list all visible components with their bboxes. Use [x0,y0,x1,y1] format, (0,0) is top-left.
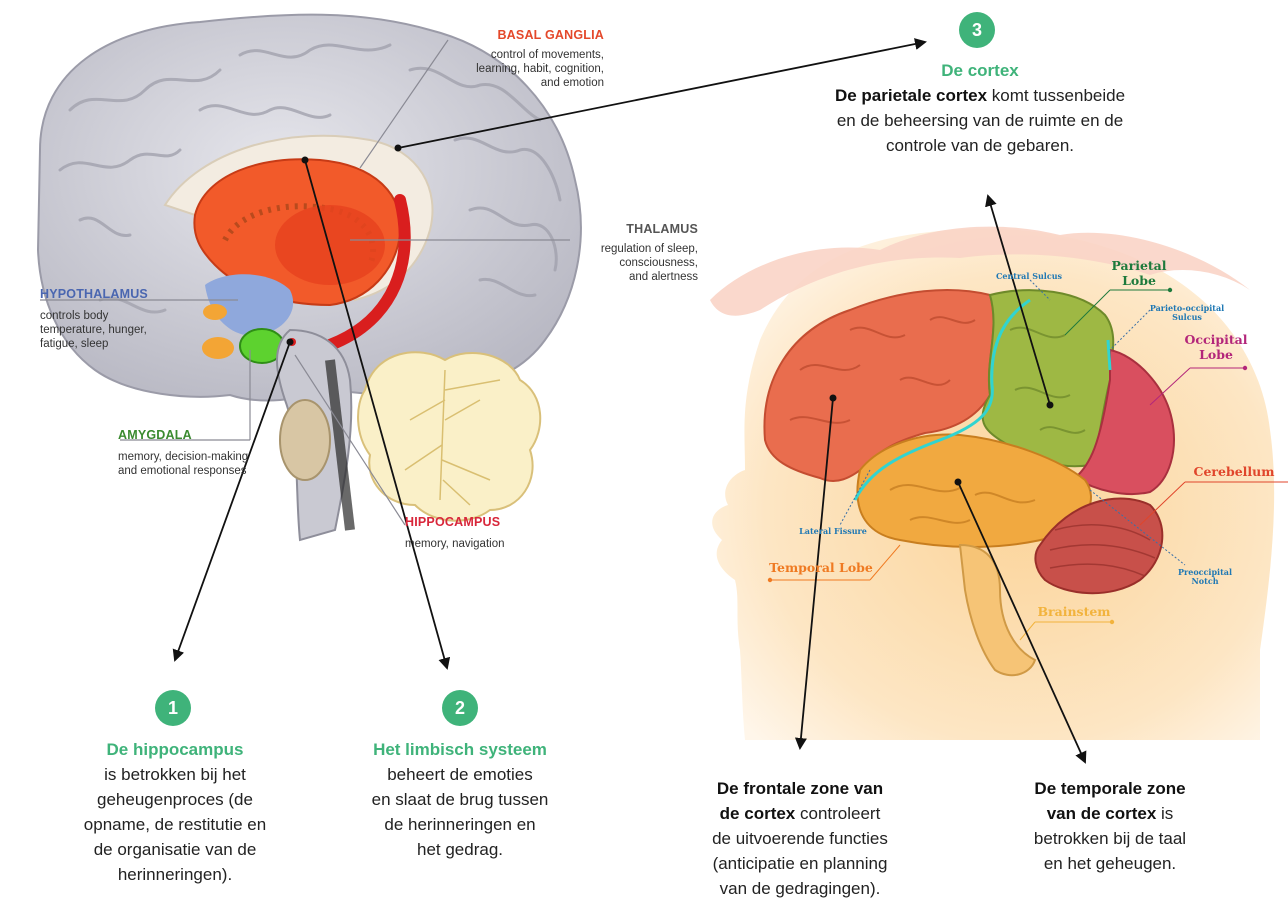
hypothalamus-title: HYPOTHALAMUS [40,287,210,301]
temporal-rest-2: is [1156,804,1173,823]
hippocampus-title: HIPPOCAMPUS [405,515,545,529]
preoccipital-label: Preoccipital Notch [1170,568,1240,586]
hypothalamus-desc-2: temperature, hunger, [40,323,210,337]
frontal-line5: van de gedragingen). [670,876,930,901]
thalamus-desc-2: consciousness, [570,256,698,270]
hypothalamus-label: HYPOTHALAMUS controls body temperature, … [40,287,210,351]
hypothalamus-desc-1: controls body [40,309,210,323]
amygdala-title: AMYGDALA [118,428,288,442]
callout-1-line2: geheugenproces (de [40,787,310,812]
occipital-lobe-line2: Lobe [1176,347,1256,362]
frontal-line3: de uitvoerende functies [670,826,930,851]
amygdala-label: AMYGDALA memory, decision-making and emo… [118,428,288,478]
callout-1-line4: de organisatie van de [40,837,310,862]
hippocampus-desc-1: memory, navigation [405,537,545,551]
callout-3-line3: controle van de gebaren. [770,133,1190,158]
parieto-occipital-line2: Sulcus [1144,313,1230,322]
thalamus-label: THALAMUS regulation of sleep, consciousn… [570,222,698,284]
temporal-line3: betrokken bij de taal [980,826,1240,851]
callout-2-line2: en slaat de brug tussen [330,787,590,812]
frontal-line4: (anticipatie en planning [670,851,930,876]
callout-2-line4: het gedrag. [330,837,590,862]
cerebellum-label: Cerebellum [1186,464,1282,479]
callout-1-line5: herinneringen). [40,862,310,887]
frontal-rest-2: controleert [795,804,880,823]
parietal-lobe-label: Parietal Lobe [1104,258,1174,288]
hypothalamus-desc-3: fatigue, sleep [40,337,210,351]
amygdala-desc-2: and emotional responses [118,464,288,478]
callout-3-badge: 3 [959,12,995,48]
central-sulcus-label: Central Sulcus [996,272,1062,281]
callout-2-line3: de herinneringen en [330,812,590,837]
callout-1-badge: 1 [155,690,191,726]
basal-ganglia-title: BASAL GANGLIA [448,28,604,42]
preoccipital-line2: Notch [1170,577,1240,586]
basal-ganglia-desc-2: learning, habit, cognition, [448,62,604,76]
thalamus-desc-1: regulation of sleep, [570,242,698,256]
callout-1-line3: opname, de restitutie en [40,812,310,837]
callout-3-line1-rest: komt tussenbeide [987,86,1125,105]
thalamus-desc-3: and alertness [570,270,698,284]
brainstem-label: Brainstem [1034,604,1114,619]
frontal-callout-text: De frontale zone van de cortex controlee… [670,776,930,901]
thalamus-title: THALAMUS [570,222,698,236]
occipital-lobe-line1: Occipital [1176,332,1256,347]
callout-1-line1: is betrokken bij het [40,762,310,787]
temporal-lobe-label: Temporal Lobe [766,560,876,575]
parieto-occipital-label: Parieto-occipital Sulcus [1144,304,1230,322]
parietal-lobe-line1: Parietal [1104,258,1174,273]
basal-ganglia-desc-3: and emotion [448,76,604,90]
callout-3-bold: De parietale cortex [835,86,987,105]
callout-2-badge: 2 [442,690,478,726]
frontal-bold-2: de cortex [720,804,796,823]
callout-1-text: De hippocampus is betrokken bij het gehe… [40,737,310,887]
callout-2-title: Het limbisch systeem [330,737,590,762]
temporal-bold-2: van de cortex [1047,804,1157,823]
callout-3-text: De cortex De parietale cortex komt tusse… [770,58,1190,158]
frontal-bold-1: De frontale zone van [670,776,930,801]
callout-3-line2: en de beheersing van de ruimte en de [770,108,1190,133]
parietal-lobe-line2: Lobe [1104,273,1174,288]
callout-3-title: De cortex [770,58,1190,83]
callout-2-text: Het limbisch systeem beheert de emoties … [330,737,590,862]
basal-ganglia-label: BASAL GANGLIA control of movements, lear… [448,28,604,90]
callout-1-title: De hippocampus [40,737,310,762]
temporal-bold-1: De temporale zone [980,776,1240,801]
temporal-line4: en het geheugen. [980,851,1240,876]
lateral-fissure-label: Lateral Fissure [798,527,868,536]
callout-2-line1: beheert de emoties [330,762,590,787]
hippocampus-label: HIPPOCAMPUS memory, navigation [405,515,545,551]
basal-ganglia-desc-1: control of movements, [448,48,604,62]
occipital-lobe-label: Occipital Lobe [1176,332,1256,362]
temporal-callout-text: De temporale zone van de cortex is betro… [980,776,1240,876]
amygdala-desc-1: memory, decision-making [118,450,288,464]
